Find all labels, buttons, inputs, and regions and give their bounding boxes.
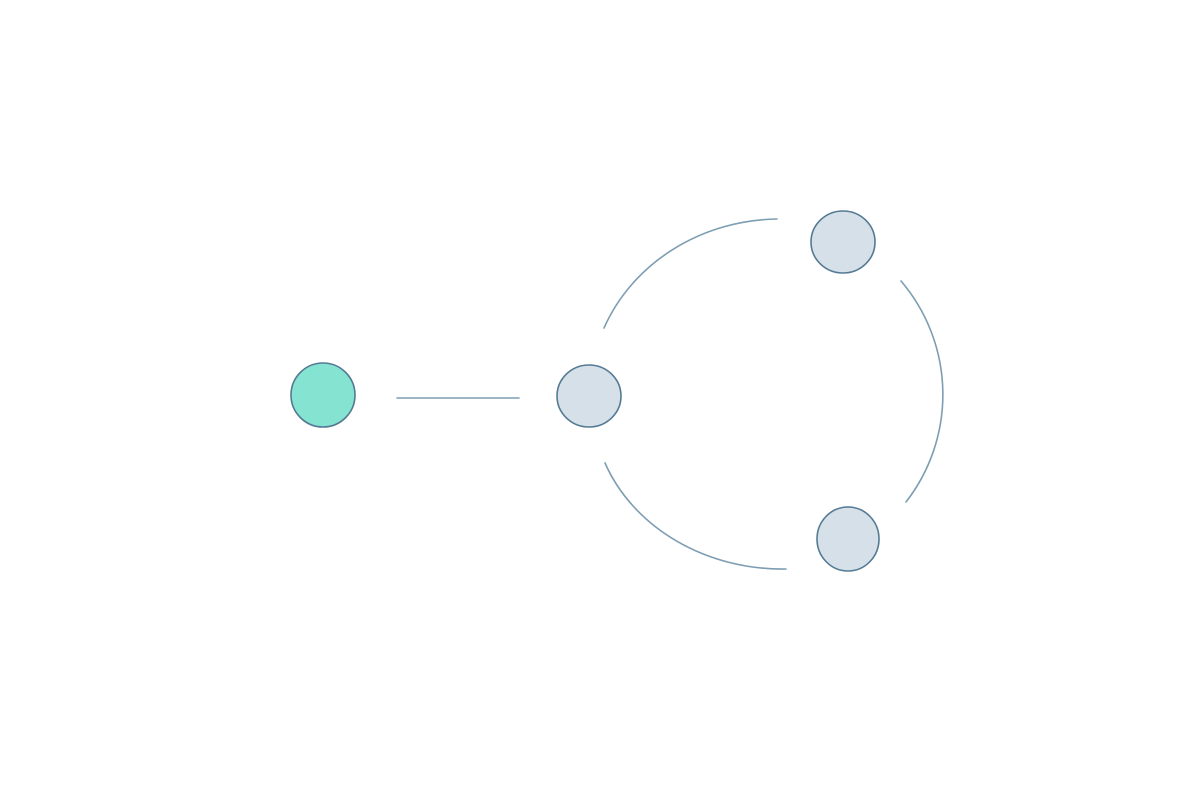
hub-node[interactable]: [556, 364, 622, 428]
edge-top-to-bottom: [900, 280, 944, 503]
edge-hub-to-top: [603, 218, 778, 329]
start-node[interactable]: [290, 362, 356, 428]
top-node[interactable]: [810, 210, 876, 274]
edge-bottom-to-hub: [604, 462, 787, 570]
bottom-node[interactable]: [816, 506, 880, 572]
